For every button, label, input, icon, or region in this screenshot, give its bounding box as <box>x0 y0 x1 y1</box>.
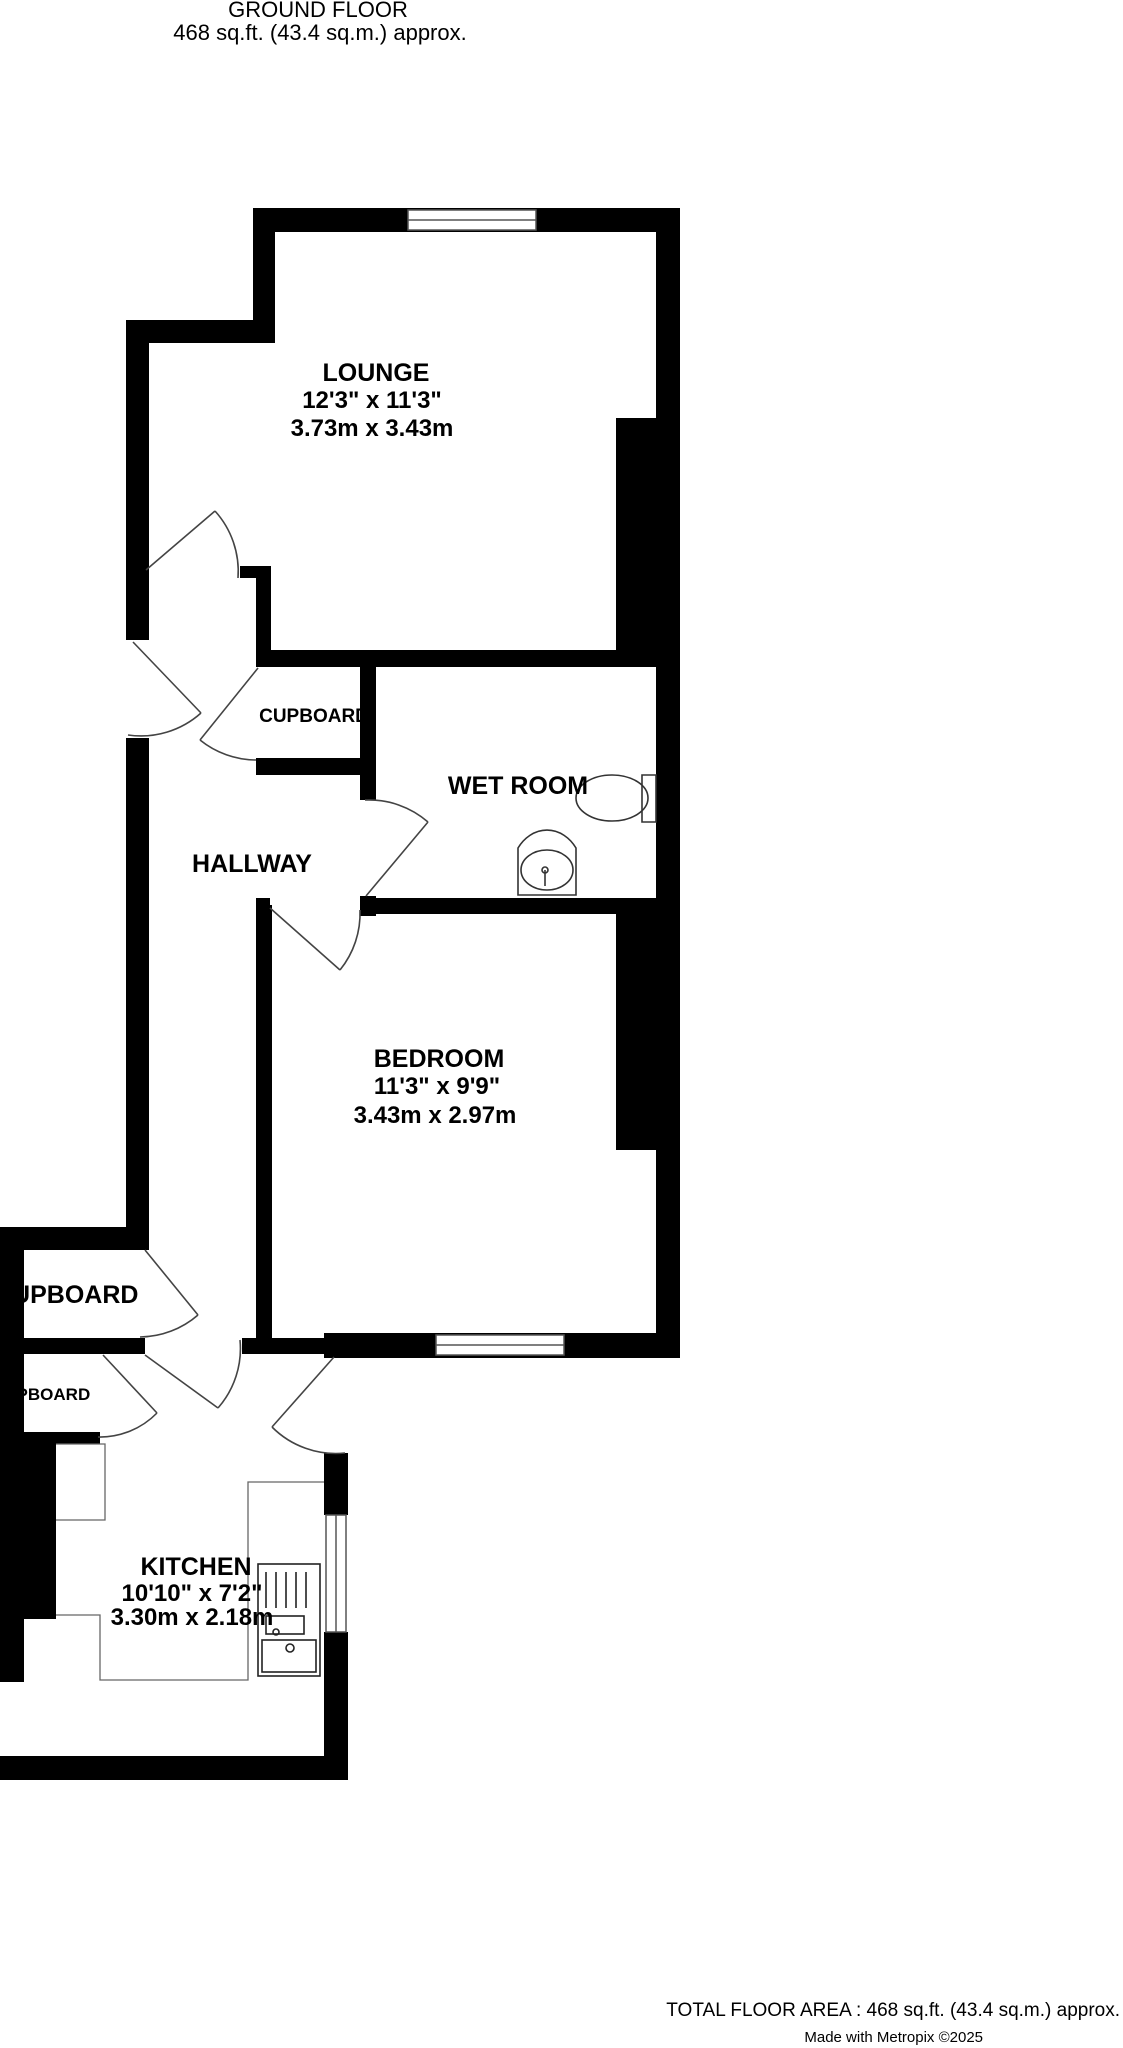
small-cupboard-door <box>97 1354 158 1438</box>
floor-title: GROUND FLOOR <box>228 0 408 22</box>
toilet-icon <box>575 774 657 823</box>
kitchen-door-a <box>144 1339 242 1409</box>
wet-room-label: WET ROOM <box>448 772 588 800</box>
kitchen-metric: 3.30m x 2.18m <box>111 1604 274 1631</box>
cupboard-door <box>139 1249 199 1338</box>
kitchen-door-b <box>271 1356 346 1455</box>
floor-area: 468 sq.ft. (43.4 sq.m.) approx. <box>173 20 466 45</box>
fixtures <box>56 774 657 1681</box>
hall-cupboard-door <box>199 667 259 761</box>
lounge-label: LOUNGE <box>323 359 430 387</box>
kitchen-worktop <box>56 1443 324 1681</box>
bedroom-label: BEDROOM <box>374 1045 505 1073</box>
total-floor-area: TOTAL FLOOR AREA : 468 sq.ft. (43.4 sq.m… <box>666 2000 1120 2021</box>
lounge-door <box>145 510 240 579</box>
windows <box>325 209 565 1633</box>
hallway-label: HALLWAY <box>192 850 312 878</box>
cupboard-label: CUPBOARD <box>0 1281 138 1309</box>
wet-room-door <box>364 799 429 897</box>
small-cupboard-label: CUPBOARD <box>0 1385 90 1404</box>
kitchen-imperial: 10'10" x 7'2" <box>122 1580 263 1607</box>
kitchen-label: KITCHEN <box>140 1553 251 1581</box>
lounge-metric: 3.73m x 3.43m <box>291 415 454 442</box>
lounge-imperial: 12'3" x 11'3" <box>302 387 442 414</box>
entrance-door <box>127 641 202 737</box>
bedroom-metric: 3.43m x 2.97m <box>354 1102 517 1129</box>
sink-icon <box>257 1563 321 1677</box>
credit-text: Made with Metropix ©2025 <box>804 2029 983 2046</box>
hall-cupboard-label: CUPBOARD <box>259 706 369 727</box>
bedroom-imperial: 11'3" x 9'9" <box>374 1073 500 1100</box>
walls <box>0 208 680 1780</box>
doors <box>97 510 429 1455</box>
bedroom-door <box>269 907 361 971</box>
wash-basin-icon <box>517 829 577 896</box>
